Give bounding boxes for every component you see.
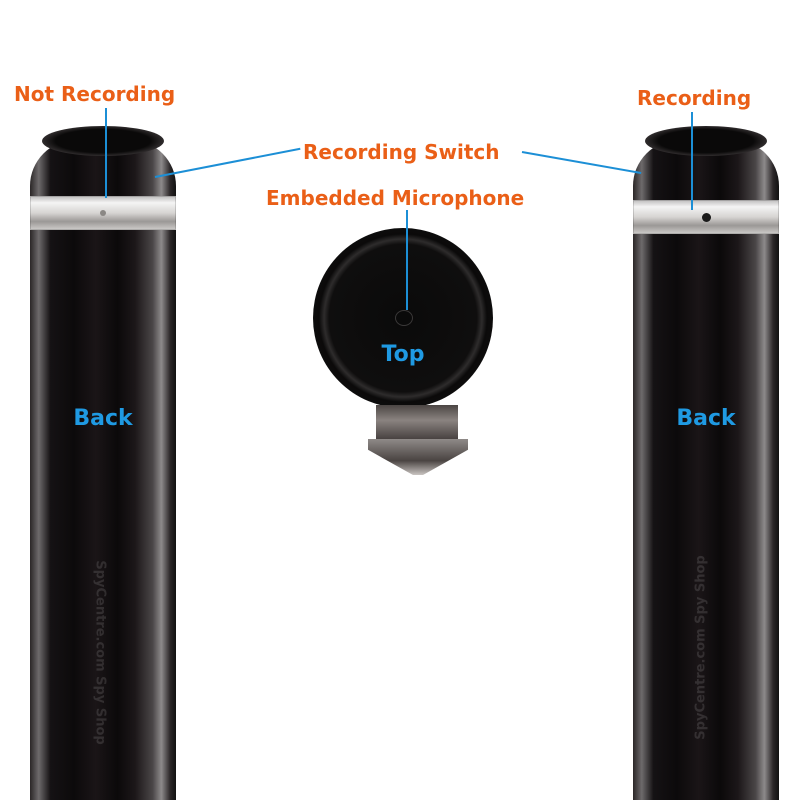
pen-left-back-view: Back SpyCentre.com Spy Shop — [30, 126, 176, 800]
pen-right-back-view: Back SpyCentre.com Spy Shop — [633, 126, 779, 800]
not-recording-leader-line — [105, 108, 107, 198]
top-label: Top — [381, 342, 425, 367]
silver-band — [633, 200, 779, 234]
pen-top-view: Top — [313, 228, 493, 408]
watermark: SpyCentre.com Spy Shop — [693, 555, 709, 740]
recording-label: Recording — [637, 86, 752, 110]
switch-leader-line-left — [154, 147, 301, 178]
pen-cap-top — [42, 126, 164, 156]
pen-cap-top — [645, 126, 767, 156]
microphone-leader-line — [406, 210, 408, 310]
silver-band — [30, 196, 176, 230]
microphone-hole — [395, 310, 413, 326]
switch-leader-line-right — [521, 151, 642, 174]
embedded-microphone-label: Embedded Microphone — [266, 186, 525, 210]
indicator-hole — [702, 213, 711, 222]
not-recording-label: Not Recording — [14, 82, 176, 106]
back-label: Back — [676, 406, 736, 431]
recording-switch-label: Recording Switch — [303, 140, 500, 164]
clip-neck — [376, 405, 458, 443]
recording-leader-line — [691, 112, 693, 210]
back-label: Back — [73, 406, 133, 431]
indicator-hole — [100, 210, 106, 216]
pen-clip — [368, 405, 468, 475]
clip-tip — [368, 439, 468, 475]
watermark: SpyCentre.com Spy Shop — [92, 560, 108, 745]
